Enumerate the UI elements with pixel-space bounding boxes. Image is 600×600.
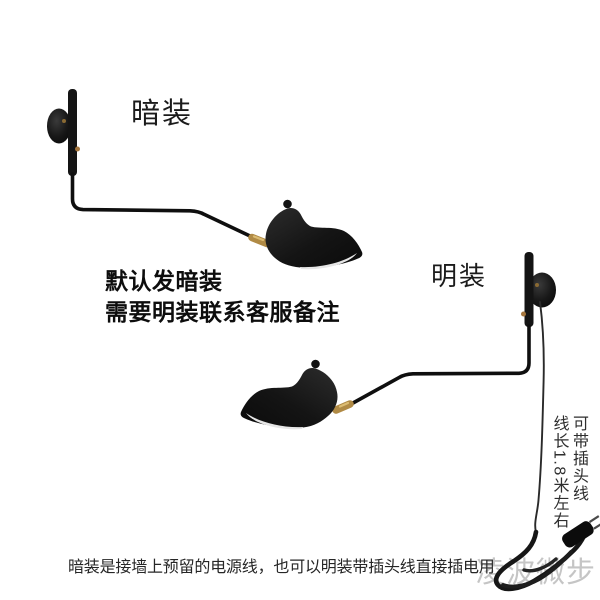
surface-lamp-drawing bbox=[240, 252, 556, 533]
shade-finial-knob bbox=[283, 199, 292, 209]
mount-bar bbox=[524, 252, 534, 327]
plug-and-cord-drawing bbox=[493, 515, 600, 592]
brass-joint bbox=[248, 233, 271, 248]
shade-inner-reflector bbox=[246, 413, 303, 430]
brass-joint bbox=[332, 400, 354, 414]
coiled-cord-loop-inner bbox=[522, 557, 558, 573]
bottom-caption: 暗装是接墙上预留的电源线，也可以明装带插头线直接插电用 bbox=[68, 559, 495, 576]
thumb-screw-icon bbox=[521, 311, 526, 317]
swing-arm bbox=[351, 324, 531, 405]
plug-wire-note: 可带插头线 线长1.8米左右 bbox=[548, 415, 588, 600]
lamp-shade bbox=[265, 208, 363, 268]
note-line-2: 需要明装联系客服备注 bbox=[105, 299, 340, 325]
default-shipping-note: 默认发暗装 需要明装联系客服备注 bbox=[105, 266, 340, 328]
surface-mount-label: 明装 bbox=[431, 261, 488, 291]
plug-prong bbox=[588, 515, 600, 523]
coiled-cord-loop bbox=[501, 550, 573, 589]
note-line-1: 默认发暗装 bbox=[105, 268, 223, 294]
wall-plate bbox=[47, 108, 71, 144]
brass-joint-highlight bbox=[338, 401, 350, 408]
mount-bar bbox=[68, 89, 77, 176]
wall-plate-screw-icon bbox=[62, 119, 66, 123]
concealed-mount-label: 暗装 bbox=[131, 98, 194, 130]
power-cord bbox=[534, 301, 545, 533]
swing-arm bbox=[70, 172, 252, 238]
brass-joint-highlight bbox=[252, 235, 265, 242]
lamp-shade bbox=[240, 368, 338, 428]
shade-finial-knob bbox=[311, 359, 320, 369]
plug-note-column-left: 线长1.8米左右 bbox=[550, 415, 568, 530]
shade-inner-reflector bbox=[300, 253, 357, 270]
thumb-screw-icon bbox=[75, 146, 80, 152]
plug-note-column-right: 可带插头线 bbox=[570, 415, 587, 503]
wall-plate-screw-icon bbox=[535, 283, 539, 287]
wall-plate bbox=[528, 272, 556, 308]
plug-body bbox=[562, 521, 594, 548]
coiled-cord bbox=[493, 529, 587, 592]
plug-prong bbox=[593, 521, 600, 530]
concealed-lamp-drawing bbox=[47, 89, 363, 270]
